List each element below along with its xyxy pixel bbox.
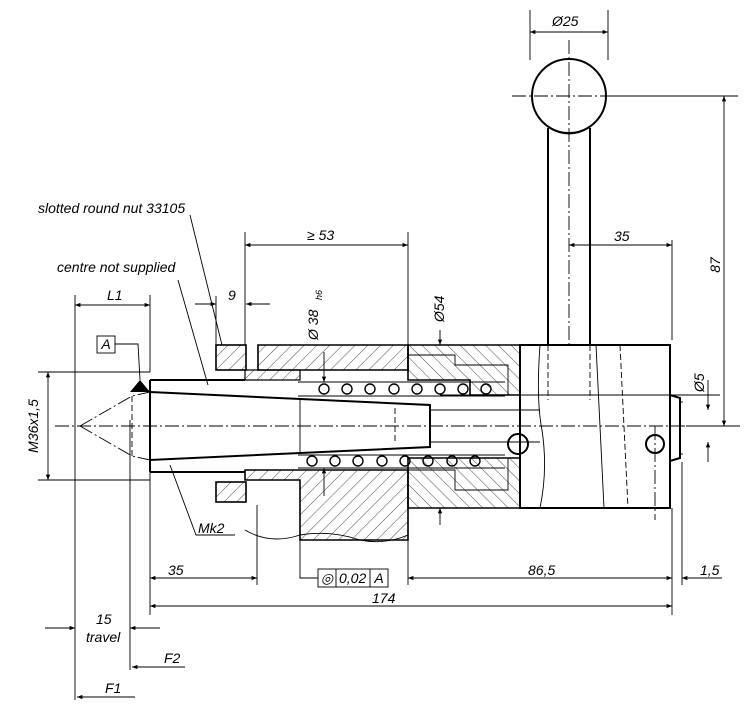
dim-handle-height: 87 bbox=[707, 256, 723, 273]
centre-point bbox=[79, 391, 151, 461]
spring bbox=[298, 381, 505, 469]
dim-rear-gap: 1,5 bbox=[700, 562, 720, 578]
tolerance-symbol: ◎ bbox=[321, 570, 335, 586]
taper-label: Mk2 bbox=[198, 520, 225, 536]
centre-label: centre not supplied bbox=[57, 259, 177, 275]
dim-total-length: 174 bbox=[372, 590, 396, 606]
dim-nut-width: 9 bbox=[228, 287, 236, 303]
handle bbox=[512, 40, 630, 345]
tolerance-datum: A bbox=[373, 570, 383, 586]
force-f1-label: F1 bbox=[105, 680, 121, 696]
slotted-nut-bottom bbox=[215, 481, 247, 503]
dim-front-length: 35 bbox=[168, 562, 184, 578]
housing bbox=[215, 344, 521, 543]
spindle bbox=[149, 379, 540, 473]
dim-body-dia: Ø54 bbox=[431, 295, 447, 323]
dim-bore-dia: Ø 38 bbox=[305, 309, 321, 341]
dim-rear-length: 86,5 bbox=[528, 562, 555, 578]
datum-triangle bbox=[130, 380, 150, 392]
datum-label: A bbox=[100, 336, 110, 352]
dim-stroke: 15 bbox=[96, 611, 112, 627]
dim-handle-offset: 35 bbox=[614, 228, 630, 244]
lever-body bbox=[440, 344, 720, 520]
slotted-nut-top bbox=[215, 344, 247, 371]
dim-thread: M36x1,5 bbox=[25, 399, 41, 453]
travel-label: travel bbox=[86, 629, 121, 645]
nut-label: slotted round nut 33105 bbox=[38, 200, 185, 216]
tolerance-value: 0,02 bbox=[339, 570, 366, 586]
tolerance-frame bbox=[317, 568, 389, 588]
force-f2-label: F2 bbox=[164, 650, 181, 666]
dim-pin-dia: Ø5 bbox=[691, 373, 707, 393]
dim-l1: L1 bbox=[107, 287, 123, 303]
dim-bore-tolerance: h6 bbox=[314, 290, 324, 300]
dim-min-length: ≥ 53 bbox=[307, 227, 334, 243]
dim-ball-dia: Ø25 bbox=[551, 13, 579, 29]
